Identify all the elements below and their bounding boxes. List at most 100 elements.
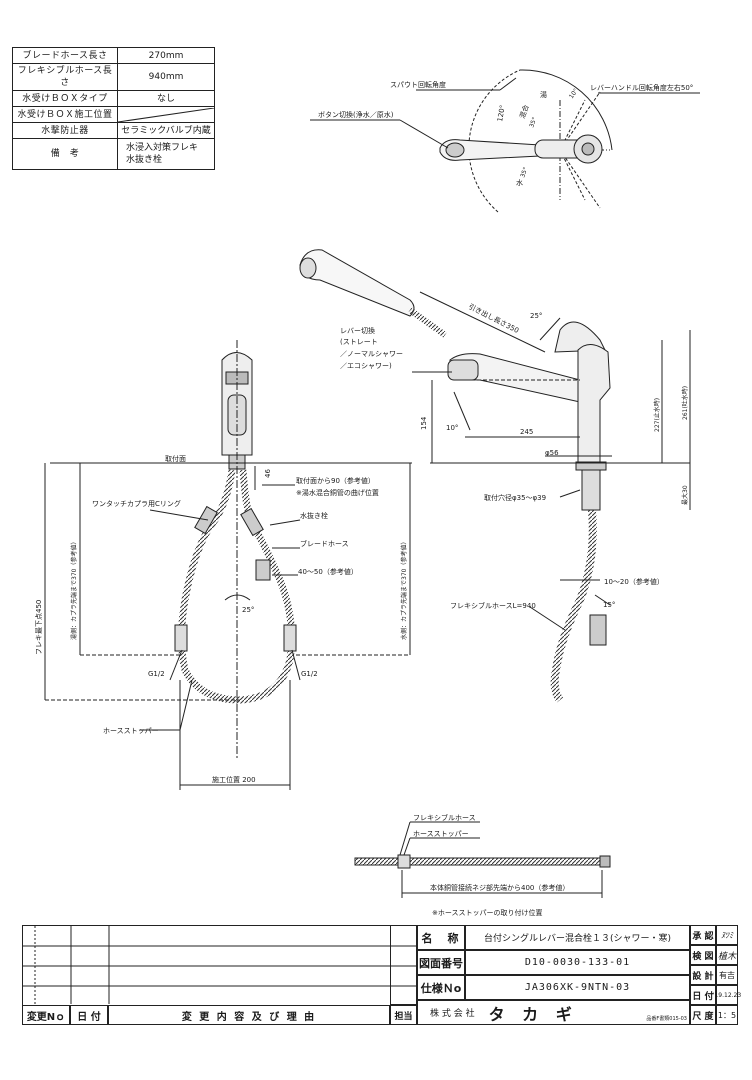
from-mount-90: 取付面から90（参考値） bbox=[296, 476, 375, 485]
bend-position: ※湯水混合銅管の曲げ位置 bbox=[296, 488, 379, 497]
ref-10-20: 10～20（参考値） bbox=[604, 577, 664, 586]
hose-stopper-label: ホースストッパー bbox=[103, 727, 159, 735]
check-value: 植木 bbox=[717, 951, 736, 962]
dim-56: φ56 bbox=[545, 449, 559, 457]
date-value: '19.12.23 bbox=[712, 991, 742, 999]
design-cell: 有吉 bbox=[716, 965, 738, 985]
spec-key: フレキシブルホース長さ bbox=[12, 63, 118, 91]
dim-350 bbox=[419, 291, 546, 353]
change-no-label: 変更Nｏ bbox=[26, 1011, 66, 1023]
leader bbox=[399, 821, 411, 856]
rotation-arc bbox=[519, 69, 613, 151]
change-reason-label: 変 更 内 容 及 び 理 由 bbox=[181, 1011, 317, 1023]
detail-stopper-label: ホースストッパー bbox=[413, 830, 469, 838]
cold-label: 水 bbox=[516, 178, 523, 187]
spout-rotation-label: スパウト回転角度 bbox=[390, 80, 446, 89]
cold-angle-label: 35° bbox=[519, 166, 529, 178]
scale-cell: 1：5 bbox=[716, 1005, 738, 1025]
leader bbox=[499, 77, 517, 91]
form-no: 品番F書類015-03 bbox=[646, 1016, 687, 1022]
design-header: 設 計 bbox=[690, 965, 716, 985]
drawing-no-value: D10-0030-133-01 bbox=[524, 957, 631, 968]
leader bbox=[529, 606, 566, 631]
coupler-right bbox=[240, 507, 264, 537]
hot-label: 湯 bbox=[540, 90, 547, 99]
spray-head-top bbox=[445, 142, 465, 158]
spout-arc bbox=[468, 69, 521, 213]
change-reason-header: 変 更 内 容 及 び 理 由 bbox=[108, 1005, 390, 1025]
mount-hole-label: 取付穴径φ35～φ39 bbox=[484, 493, 546, 502]
lever-switch-4: ／エコシャワー) bbox=[340, 362, 392, 370]
faucet-body bbox=[577, 344, 611, 463]
ref-40-50: 40～50（参考値） bbox=[298, 567, 358, 576]
side-view: 引き出し長さ350 25° bbox=[299, 249, 691, 703]
person-column bbox=[390, 925, 417, 1005]
leader bbox=[399, 119, 449, 149]
date-header: 日 付 bbox=[690, 985, 716, 1005]
one-touch-label: ワンタッチカプラ用Cリング bbox=[92, 499, 181, 508]
mixed-label: 混合 bbox=[517, 103, 530, 119]
angle-10-label: 10° bbox=[568, 87, 580, 100]
cold-line-2 bbox=[559, 149, 586, 201]
name-label: 名 称 bbox=[421, 931, 461, 945]
spec-row: 水受けＢＯＸタイプ なし bbox=[12, 90, 215, 107]
lever-25-line bbox=[539, 317, 561, 341]
leader bbox=[149, 509, 209, 521]
spec-row: 水撃防止器 セラミックバルブ内蔵 bbox=[12, 122, 215, 139]
angle-25-arc bbox=[224, 594, 251, 601]
change-no-header: 変更Nｏ bbox=[22, 1005, 70, 1025]
revision-grid bbox=[23, 926, 416, 1004]
front-view bbox=[44, 340, 412, 790]
drain-plug bbox=[255, 559, 271, 581]
spray-head bbox=[447, 359, 479, 381]
lever-switch-1: レバー切換 bbox=[340, 326, 375, 335]
top-view bbox=[310, 69, 700, 213]
detail-hose bbox=[354, 857, 611, 866]
title-block: 変更Nｏ 日 付 変 更 内 容 及 び 理 由 担当 名 称 台付シングルレバ… bbox=[22, 925, 742, 1025]
pulled-hose bbox=[408, 307, 447, 338]
detail-note: ※ホースストッパーの取り付け位置 bbox=[432, 908, 543, 917]
flex-hose-label: フレキシブルホースL=940 bbox=[450, 601, 536, 610]
dim-245: 245 bbox=[520, 428, 533, 436]
name-header: 名 称 bbox=[417, 925, 465, 950]
scale-value: 1：5 bbox=[717, 1010, 737, 1020]
spec-row: 備 考 水浸入対策フレキ 水抜き栓 bbox=[12, 138, 215, 170]
spec-table: ブレードホース長さ 270mm フレキシブルホース長さ 940mm 水受けＢＯＸ… bbox=[12, 47, 215, 170]
approve-value: ﾇﾂﾐ bbox=[721, 930, 733, 940]
spec-value: 水浸入対策フレキ 水抜き栓 bbox=[117, 138, 215, 170]
max-30: 最大30 bbox=[681, 485, 689, 505]
person-header: 担当 bbox=[390, 1005, 417, 1025]
company-cell: 株 式 会 社 タ カ ギ 品番F書類015-03 bbox=[417, 1000, 690, 1025]
g-fitting-right bbox=[283, 624, 297, 652]
g-fitting-left bbox=[174, 624, 188, 652]
approve-cell: ﾇﾂﾐ bbox=[716, 925, 738, 945]
braided-hose-label: ブレードホース bbox=[300, 539, 349, 548]
body-cap bbox=[581, 142, 595, 156]
revision-area bbox=[22, 925, 417, 1005]
technical-drawing: スパウト回転角度 レバーハンドル回転角度左右50° ボタン切換(浄水／原水) 1… bbox=[35, 69, 700, 917]
flex-hose-side bbox=[550, 509, 597, 703]
angle-25-text: 25° bbox=[530, 312, 542, 320]
date-cell: '19.12.23 bbox=[712, 985, 742, 1005]
flex-below-label: フレキ最下点450 bbox=[35, 600, 43, 655]
scale-label: 尺 度 bbox=[692, 1011, 714, 1022]
angle-120-label: 120° bbox=[496, 104, 507, 122]
spec-no-value: JA306XK-9NTN-03 bbox=[524, 982, 631, 993]
cold-side-label: 水側：カプラ先端まで370（参考値） bbox=[400, 539, 408, 640]
approve-label: 承 認 bbox=[692, 931, 714, 942]
angle-25-front: 25° bbox=[242, 606, 254, 614]
g-right: G1/2 bbox=[301, 670, 318, 678]
g-left: G1/2 bbox=[148, 670, 165, 678]
strike-line bbox=[118, 107, 214, 122]
dim-400: 本体銅管接続ネジ部先端から400（参考値） bbox=[430, 883, 569, 892]
dim-46: 46 bbox=[264, 469, 272, 478]
design-value: 有吉 bbox=[719, 970, 735, 980]
drawing-no-label: 図面番号 bbox=[419, 956, 463, 970]
approve-header: 承 認 bbox=[690, 925, 716, 945]
name-value: 台付シングルレバー混合栓１３(シャワー・寒) bbox=[483, 934, 672, 944]
change-date-label: 日 付 bbox=[77, 1011, 101, 1023]
angle-15-line bbox=[594, 594, 611, 606]
company-name: タ カ ギ bbox=[488, 1004, 578, 1024]
check-label: 検 図 bbox=[692, 951, 714, 962]
lever-switch-3: ／ノーマルシャワー bbox=[340, 350, 403, 358]
